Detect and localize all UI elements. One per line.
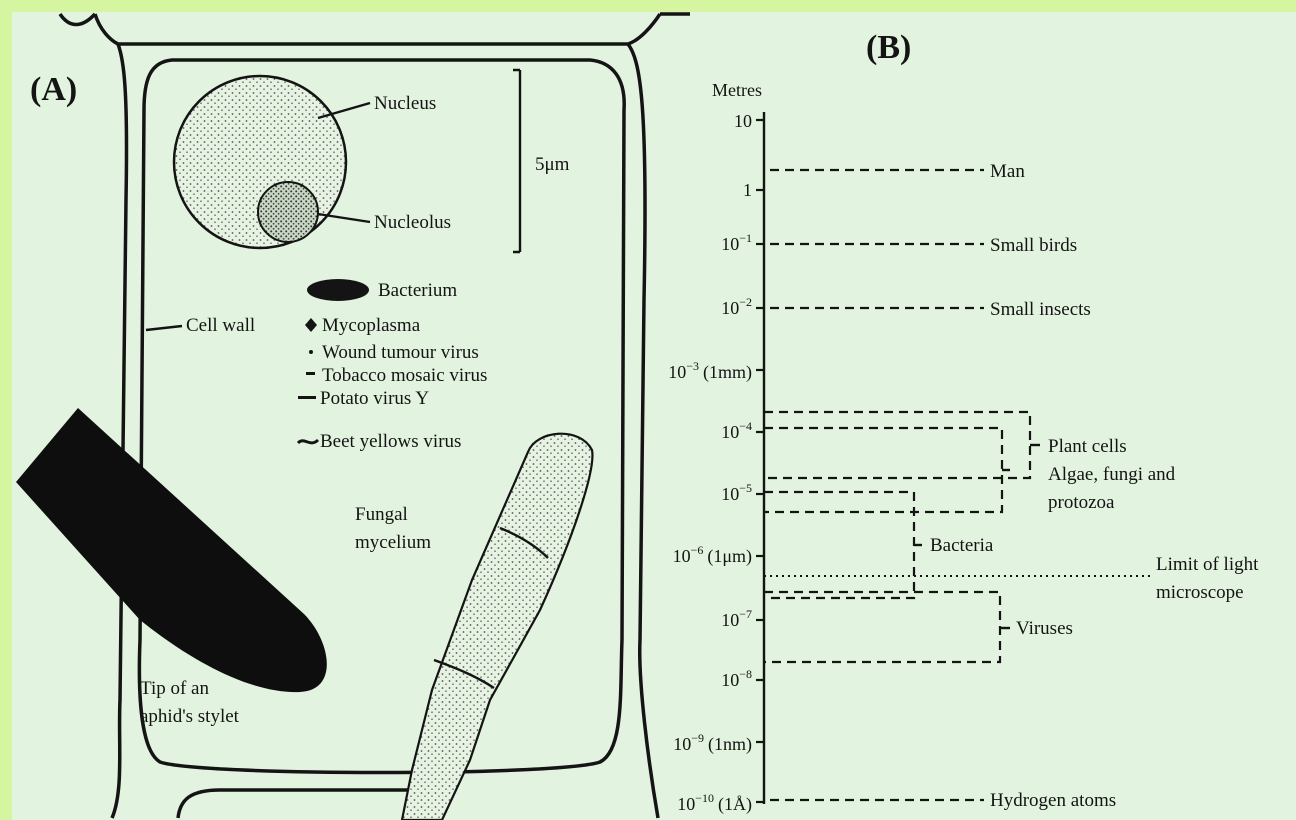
neighbour-cell-wall-top: [95, 14, 660, 44]
scale-bar: [513, 70, 520, 252]
tick-label: 10−5: [721, 481, 752, 504]
bottom-cell-wall: [178, 790, 440, 818]
legend-label: Wound tumour virus: [322, 342, 479, 363]
bacteria-label: Bacteria: [930, 535, 994, 556]
cell-wall-leader: [146, 326, 182, 330]
neighbour-cell-wall-left: [112, 44, 127, 818]
legend-label: Potato virus Y: [320, 388, 429, 409]
limit-label-line-1: Limit of light: [1156, 554, 1259, 575]
legend-label: Bacterium: [378, 280, 457, 301]
stylet-label-line-2: aphid's stylet: [140, 706, 240, 727]
panel-b: (B) Metres Man Small birds Small insects…: [668, 29, 1259, 815]
plant-cells-bracket: [764, 412, 1030, 478]
tick-label: 10: [734, 111, 752, 131]
fungal-label-line-1: Fungal: [355, 504, 408, 525]
bacterium-icon: [307, 279, 369, 301]
viruses-label: Viruses: [1016, 618, 1073, 639]
tick-label: 10−4: [721, 419, 752, 442]
plant-cells-label: Plant cells: [1048, 436, 1127, 457]
legend-label: Tobacco mosaic virus: [322, 365, 487, 386]
algae-label-line-2: protozoa: [1048, 492, 1115, 513]
panel-a: Nucleus Nucleolus 5μm Cell wall Bacteriu…: [16, 14, 690, 820]
nucleus-label: Nucleus: [374, 93, 436, 114]
legend-label: Mycoplasma: [322, 315, 421, 336]
beet-yellows-virus-icon: [298, 440, 318, 443]
tick-label: 1: [743, 180, 752, 200]
aphid-stylet-shape: [16, 408, 327, 692]
wound-tumour-virus-icon: [309, 350, 313, 354]
tick-label: 10−10(1Å): [677, 791, 752, 815]
tick-label: 10−8: [721, 667, 752, 690]
axis-unit-label: Metres: [712, 80, 762, 100]
algae-label-line-1: Algae, fungi and: [1048, 464, 1176, 485]
tobacco-mosaic-virus-icon: [306, 372, 315, 375]
panel-a-title: (A): [30, 71, 77, 108]
small-birds-label: Small birds: [990, 235, 1077, 256]
mycoplasma-icon: [305, 318, 317, 332]
legend-label: Beet yellows virus: [320, 431, 461, 452]
limit-label-line-2: microscope: [1156, 582, 1244, 603]
tick-label: 10−9(1nm): [673, 731, 752, 755]
neighbour-cell-wall-right: [628, 44, 658, 818]
fungal-label-line-2: mycelium: [355, 532, 431, 553]
organism-legend: Bacterium Mycoplasma Wound tumour virus …: [298, 279, 556, 452]
algae-bracket: [764, 428, 1002, 512]
small-insects-label: Small insects: [990, 299, 1091, 320]
tick-labels: 10 1 10−1 10−2 10−3(1mm) 10−4 10−5 10−6(…: [668, 111, 752, 815]
hydrogen-atoms-label: Hydrogen atoms: [990, 790, 1116, 811]
fungal-mycelium-shape: [402, 434, 592, 820]
panel-b-title: (B): [866, 29, 911, 66]
bacteria-bracket: [764, 492, 914, 598]
tick-label: 10−3(1mm): [668, 359, 752, 383]
stylet-label-line-1: Tip of an: [140, 678, 209, 699]
nucleolus-shape: [258, 182, 318, 242]
viruses-bracket: [764, 592, 1000, 662]
man-label: Man: [990, 161, 1025, 182]
scale-bar-label: 5μm: [535, 154, 570, 175]
nucleolus-label: Nucleolus: [374, 212, 451, 233]
wall-fragment-2: [60, 14, 95, 25]
tick-label: 10−1: [721, 231, 752, 254]
potato-virus-y-icon: [298, 396, 316, 399]
cell-wall-label: Cell wall: [186, 315, 255, 336]
tick-label: 10−7: [721, 607, 752, 630]
tick-label: 10−6(1μm): [673, 543, 752, 567]
tick-label: 10−2: [721, 295, 752, 318]
